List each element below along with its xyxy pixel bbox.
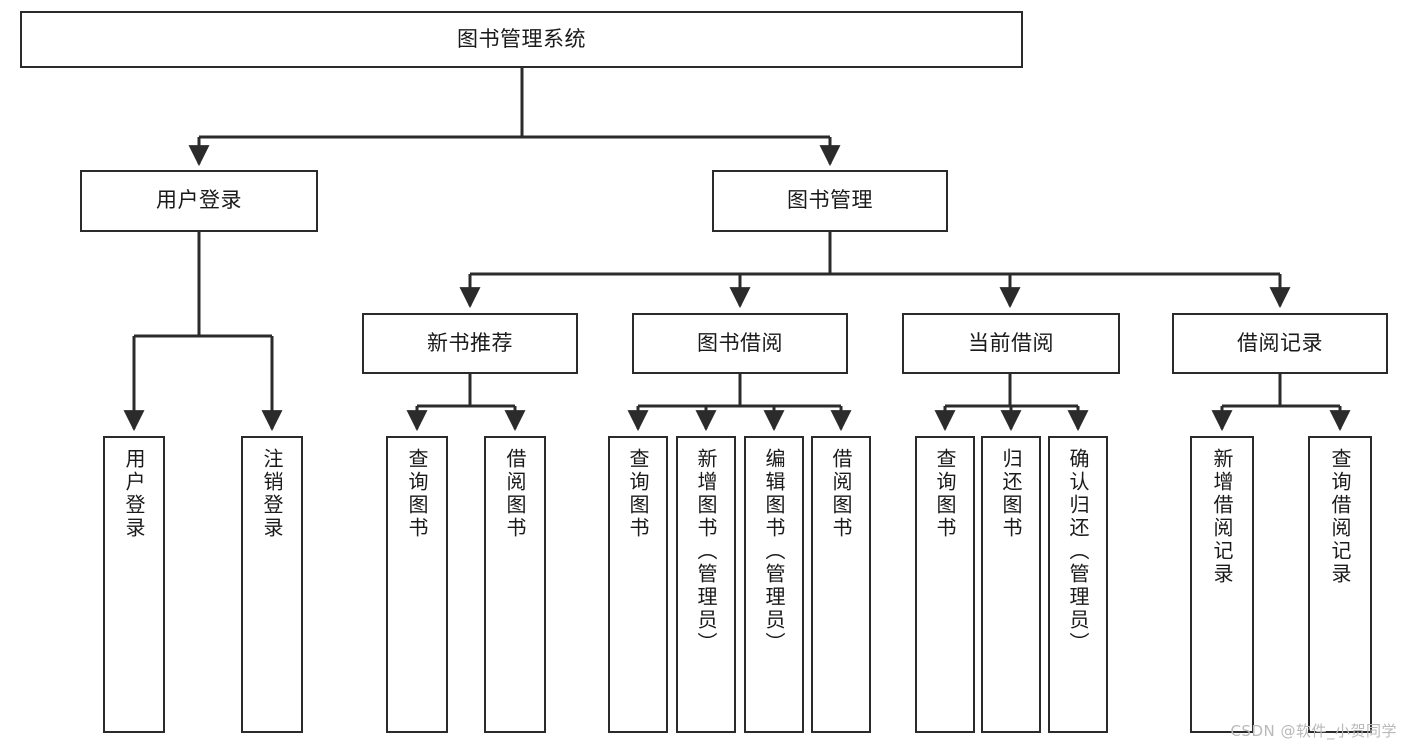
leaf-query-book-current-label: 查询图书: [933, 448, 957, 540]
node-user-login[interactable]: 用户登录: [80, 170, 318, 232]
leaf-query-borrow-record-label: 查询借阅记录: [1328, 448, 1352, 586]
leaf-user-login-label: 用户登录: [122, 448, 146, 540]
node-borrow-record[interactable]: 借阅记录: [1172, 313, 1388, 374]
leaf-borrow-book-newbook-label: 借阅图书: [503, 448, 527, 540]
node-book-borrow-label: 图书借阅: [697, 330, 783, 355]
leaf-query-book-newbook[interactable]: 查询图书: [386, 436, 448, 733]
leaf-confirm-return-admin[interactable]: 确认归还（管理员）: [1048, 436, 1108, 733]
leaf-logout[interactable]: 注销登录: [241, 436, 303, 733]
node-new-book-recommend[interactable]: 新书推荐: [362, 313, 578, 374]
leaf-add-borrow-record[interactable]: 新增借阅记录: [1190, 436, 1254, 733]
node-root-label: 图书管理系统: [457, 26, 586, 51]
leaf-edit-book-admin[interactable]: 编辑图书（管理员）: [744, 436, 804, 733]
leaf-add-borrow-record-label: 新增借阅记录: [1210, 448, 1234, 586]
node-user-login-label: 用户登录: [156, 188, 242, 213]
node-current-borrow-label: 当前借阅: [968, 330, 1054, 355]
leaf-add-book-admin-label: 新增图书（管理员）: [694, 448, 718, 655]
leaf-confirm-return-admin-label: 确认归还（管理员）: [1066, 448, 1090, 655]
leaf-borrow-book-newbook[interactable]: 借阅图书: [484, 436, 546, 733]
node-current-borrow[interactable]: 当前借阅: [902, 313, 1120, 374]
leaf-query-book-current[interactable]: 查询图书: [915, 436, 975, 733]
leaf-query-book-borrow-label: 查询图书: [626, 448, 650, 540]
csdn-watermark: CSDN @软件_小贺同学: [1230, 722, 1397, 740]
node-root[interactable]: 图书管理系统: [20, 11, 1023, 68]
leaf-add-book-admin[interactable]: 新增图书（管理员）: [676, 436, 736, 733]
leaf-query-book-newbook-label: 查询图书: [405, 448, 429, 540]
leaf-user-login[interactable]: 用户登录: [103, 436, 165, 733]
leaf-return-book[interactable]: 归还图书: [981, 436, 1041, 733]
leaf-logout-label: 注销登录: [260, 448, 284, 540]
leaf-borrow-book[interactable]: 借阅图书: [811, 436, 871, 733]
leaf-return-book-label: 归还图书: [999, 448, 1023, 540]
leaf-query-book-borrow[interactable]: 查询图书: [608, 436, 668, 733]
node-borrow-record-label: 借阅记录: [1237, 330, 1323, 355]
node-new-book-recommend-label: 新书推荐: [427, 330, 513, 355]
leaf-query-borrow-record[interactable]: 查询借阅记录: [1308, 436, 1372, 733]
leaf-edit-book-admin-label: 编辑图书（管理员）: [762, 448, 786, 655]
node-book-management-label: 图书管理: [787, 188, 873, 213]
leaf-borrow-book-label: 借阅图书: [829, 448, 853, 540]
node-book-management[interactable]: 图书管理: [712, 170, 948, 232]
node-book-borrow[interactable]: 图书借阅: [632, 313, 848, 374]
